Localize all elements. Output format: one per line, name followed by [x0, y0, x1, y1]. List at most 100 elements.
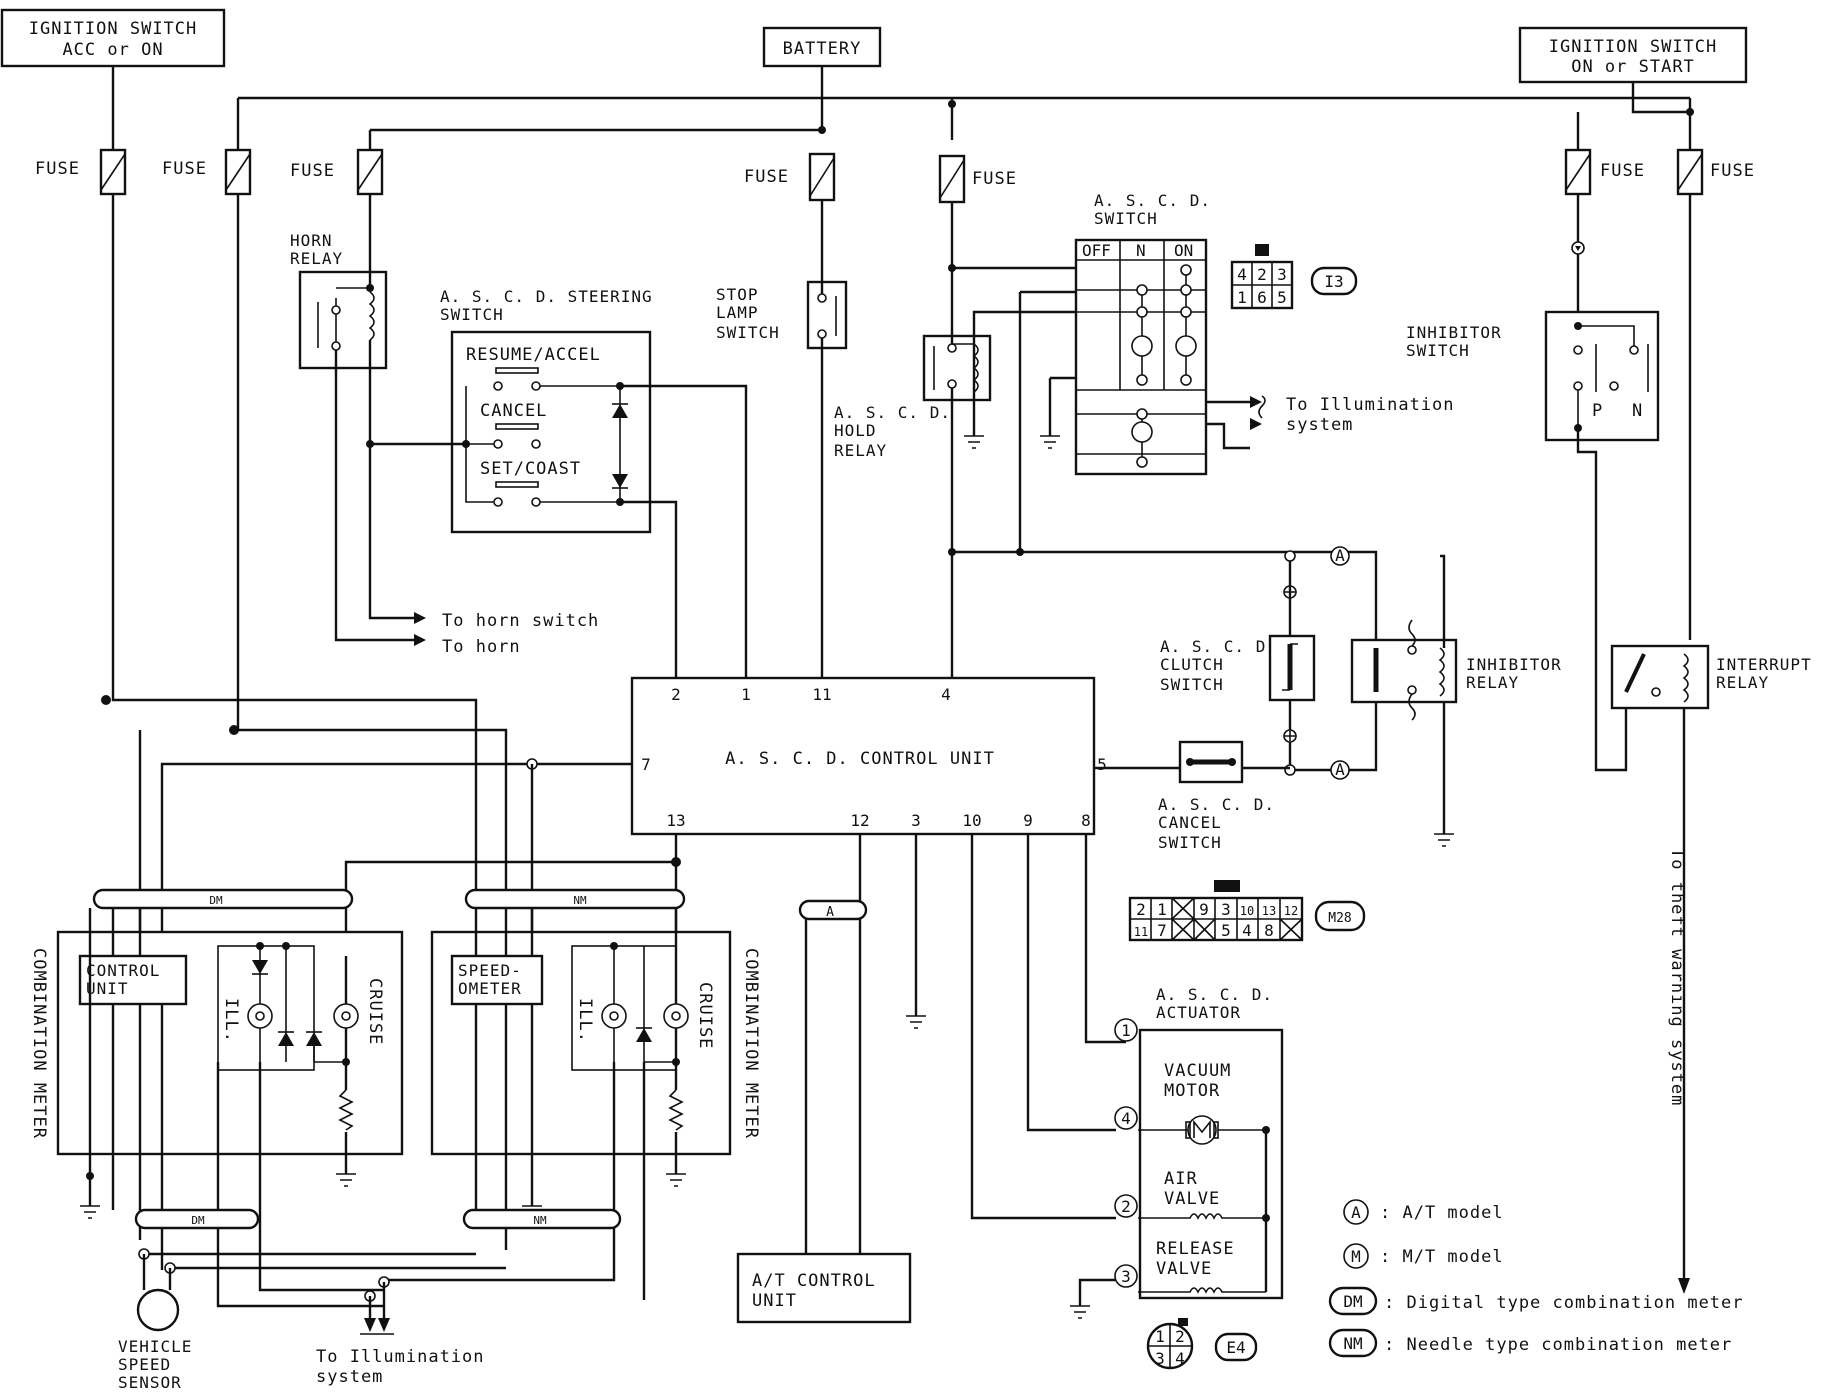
svg-text:7: 7	[641, 755, 651, 774]
svg-text:RELAY: RELAY	[1466, 673, 1519, 692]
svg-text:OFF: OFF	[1082, 241, 1111, 260]
svg-text:DM: DM	[209, 894, 223, 907]
svg-text:ACC or ON: ACC or ON	[62, 40, 163, 60]
svg-text:M: M	[1351, 1247, 1361, 1266]
svg-text:SET/COAST: SET/COAST	[480, 459, 581, 479]
svg-text:3: 3	[1221, 900, 1231, 919]
svg-text:CLUTCH: CLUTCH	[1160, 655, 1224, 674]
legend: A : A/T model M : M/T model DM : Digital…	[1328, 1199, 1744, 1358]
svg-text:5: 5	[1277, 288, 1287, 307]
svg-text:BATTERY: BATTERY	[783, 39, 862, 59]
svg-text:FUSE: FUSE	[1600, 161, 1645, 181]
svg-text:11: 11	[1134, 925, 1148, 939]
legend-item-at: A : A/T model	[1343, 1199, 1504, 1225]
svg-text:3: 3	[911, 811, 921, 830]
svg-text:N: N	[1632, 401, 1643, 421]
clutch-and-inhibitor-relay-wiring: A A	[952, 546, 1378, 780]
svg-text:12: 12	[1284, 904, 1298, 918]
svg-text:A. S. C. D. CONTROL UNIT: A. S. C. D. CONTROL UNIT	[725, 749, 995, 769]
svg-text:5: 5	[1097, 755, 1107, 774]
svg-text:A: A	[1335, 546, 1345, 565]
svg-text:9: 9	[1023, 811, 1033, 830]
svg-text:ILL.: ILL.	[575, 998, 595, 1043]
svg-text:FUSE: FUSE	[1710, 161, 1755, 181]
svg-text:IGNITION SWITCH: IGNITION SWITCH	[29, 19, 198, 39]
svg-text:RELAY: RELAY	[1716, 673, 1769, 692]
combination-meter-digital: COMBINATION METER CONTROL UNIT ILL. CRUI…	[29, 908, 404, 1308]
svg-text:4: 4	[1242, 921, 1252, 940]
ascd-clutch-switch: A. S. C. D. CLUTCH SWITCH	[1160, 634, 1316, 702]
fuse-5: FUSE	[938, 154, 1016, 204]
svg-text:13: 13	[666, 811, 685, 830]
svg-text:UNIT: UNIT	[86, 979, 129, 998]
svg-text:1: 1	[1155, 1327, 1165, 1346]
svg-text:: Digital type combination me: : Digital type combination meter	[1384, 1293, 1744, 1313]
fuse-4: FUSE	[744, 152, 836, 202]
svg-text:OMETER: OMETER	[458, 979, 522, 998]
svg-text:VACUUM: VACUUM	[1164, 1061, 1231, 1081]
svg-text:P: P	[1592, 401, 1603, 421]
svg-text:4: 4	[1175, 1349, 1185, 1368]
svg-text:10: 10	[1240, 904, 1254, 918]
svg-text:COMBINATION METER: COMBINATION METER	[741, 948, 761, 1139]
ignition-start-source: IGNITION SWITCH ON or START	[1518, 26, 1748, 84]
harness-bands-bottom: DM NM	[134, 1208, 622, 1274]
svg-text:SWITCH: SWITCH	[1406, 341, 1470, 360]
svg-text:RELEASE: RELEASE	[1156, 1239, 1235, 1259]
ascd-actuator: A. S. C. D. ACTUATOR 1 4 2 3 VACUUM MOTO…	[970, 834, 1284, 1319]
svg-text:1: 1	[1237, 288, 1247, 307]
svg-text:4: 4	[1121, 1109, 1131, 1128]
svg-text:A. S. C. D.: A. S. C. D.	[1156, 985, 1273, 1004]
vehicle-speed-sensor: VEHICLE SPEED SENSOR	[118, 1254, 191, 1392]
svg-text:3: 3	[1121, 1267, 1131, 1286]
svg-text:CRUISE: CRUISE	[695, 982, 715, 1049]
svg-text:CRUISE: CRUISE	[365, 978, 385, 1045]
svg-text:8: 8	[1264, 921, 1274, 940]
svg-text:1: 1	[741, 685, 751, 704]
connector-m28: 2 1 9 3 10 13 12 11 7 5 4 8 M28	[1128, 880, 1366, 942]
svg-text:SWITCH: SWITCH	[1160, 675, 1224, 694]
connector-i3: 4 2 3 1 6 5 I3	[1230, 244, 1358, 310]
svg-text:NM: NM	[533, 1214, 547, 1227]
svg-text:STOP: STOP	[716, 285, 759, 304]
svg-text:11: 11	[812, 685, 831, 704]
svg-text:HOLD: HOLD	[834, 421, 877, 440]
svg-text:1: 1	[1121, 1021, 1131, 1040]
svg-text:NM: NM	[1343, 1334, 1362, 1353]
svg-text:IGNITION SWITCH: IGNITION SWITCH	[1549, 37, 1718, 57]
svg-text:7: 7	[1157, 921, 1167, 940]
svg-text:INTERRUPT: INTERRUPT	[1716, 655, 1812, 674]
inhibitor-relay: INHIBITOR RELAY	[1350, 554, 1561, 847]
svg-text:SWITCH: SWITCH	[440, 305, 504, 324]
svg-text:A. S. C. D.: A. S. C. D.	[1160, 637, 1277, 656]
svg-text:ILL.: ILL.	[221, 998, 241, 1043]
svg-text:SPEED: SPEED	[118, 1355, 171, 1374]
svg-text:SWITCH: SWITCH	[1094, 209, 1158, 228]
svg-text:RESUME/ACCEL: RESUME/ACCEL	[466, 345, 601, 365]
svg-text:UNIT: UNIT	[752, 1291, 797, 1311]
svg-text:FUSE: FUSE	[744, 167, 789, 187]
svg-text:: A/T model: : A/T model	[1380, 1203, 1504, 1223]
svg-text:2: 2	[1136, 900, 1146, 919]
svg-text:A. S. C. D.: A. S. C. D.	[1158, 795, 1275, 814]
fuse-6: FUSE	[1564, 148, 1645, 196]
svg-text:SWITCH: SWITCH	[1158, 833, 1222, 852]
svg-text:4: 4	[1237, 265, 1247, 284]
svg-text:FUSE: FUSE	[35, 159, 80, 179]
svg-text:FUSE: FUSE	[162, 159, 207, 179]
horn-relay: HORN RELAY To horn switch To horn	[290, 194, 598, 657]
svg-text:To theft warning system: To theft warning system	[1667, 848, 1687, 1106]
svg-text:ACTUATOR: ACTUATOR	[1156, 1003, 1241, 1022]
svg-text:2: 2	[671, 685, 681, 704]
ascd-control-unit: A. S. C. D. CONTROL UNIT 2 1 11 4 7 5 13…	[630, 676, 1107, 836]
svg-text:COMBINATION METER: COMBINATION METER	[29, 948, 49, 1139]
battery-bus	[111, 66, 1694, 150]
svg-text:VALVE: VALVE	[1164, 1189, 1220, 1209]
svg-text:2: 2	[1175, 1327, 1185, 1346]
svg-text:CANCEL: CANCEL	[1158, 813, 1222, 832]
svg-text:10: 10	[962, 811, 981, 830]
svg-text:ON or START: ON or START	[1571, 57, 1695, 77]
svg-text:I3: I3	[1324, 272, 1343, 291]
svg-text:system: system	[1286, 415, 1353, 435]
